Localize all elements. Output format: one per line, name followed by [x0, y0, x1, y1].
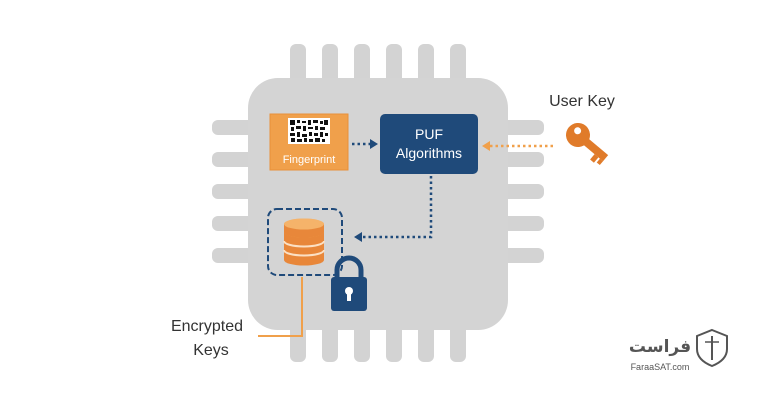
encrypted-keys-label-line2: Keys: [193, 342, 229, 359]
fingerprint-box: Fingerprint: [269, 113, 349, 171]
qr-code-icon: [288, 118, 330, 144]
fingerprint-label: Fingerprint: [283, 154, 336, 166]
arrow-fingerprint-to-puf: [352, 139, 378, 149]
encrypted-keys-label-line1: Encrypted: [171, 318, 243, 335]
key-icon: [566, 123, 609, 166]
encrypted-storage-box: [267, 208, 343, 276]
arrow-puf-to-storage: [354, 176, 433, 242]
encrypted-keys-callout-line: [258, 277, 303, 337]
brand-name-fa: فراست: [629, 337, 691, 357]
arrow-user-key-to-puf: [482, 141, 553, 151]
puf-algorithms-box: PUF Algorithms: [380, 114, 478, 174]
brand-site: FaraaSAT.com: [631, 362, 690, 372]
user-key-label: User Key: [549, 93, 615, 110]
shield-logo-icon: [696, 328, 728, 368]
database-icon: [283, 218, 325, 266]
padlock-icon: [331, 255, 367, 311]
puf-label-line2: Algorithms: [396, 145, 462, 161]
puf-label-line1: PUF: [415, 126, 443, 142]
brand-logo: فراست FaraaSAT.com: [629, 328, 728, 372]
